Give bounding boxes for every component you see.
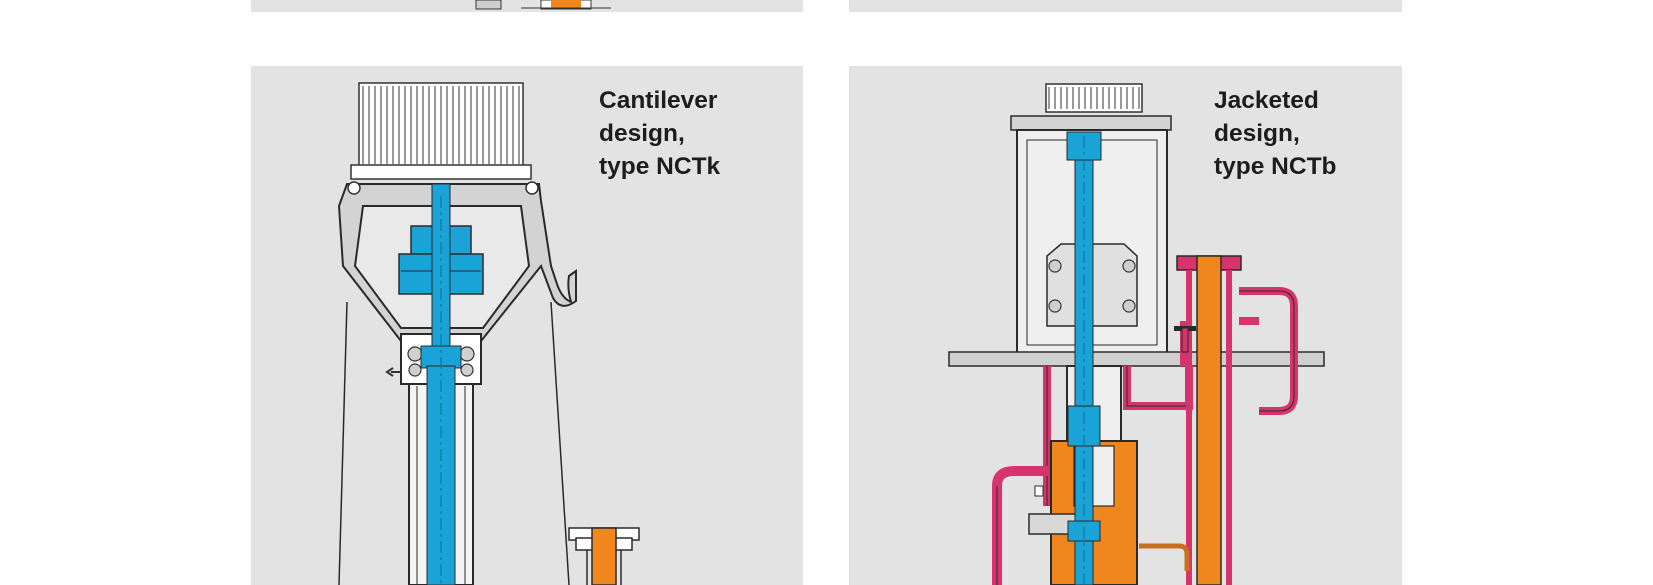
discharge-pipe xyxy=(1176,255,1242,585)
cantilever-design-caption: Cantilever design, type NCTk xyxy=(599,87,721,180)
jacketed-design-caption: Jacketed design, type NCTb xyxy=(1214,87,1337,180)
discharge-nozzle xyxy=(568,527,640,585)
motor-fins xyxy=(1010,83,1172,131)
motor-fins xyxy=(350,82,532,180)
valve-handle xyxy=(1174,326,1196,353)
upper-left-panel xyxy=(251,0,803,12)
cantilever-design-panel: Cantilever design, type NCTk xyxy=(251,66,803,585)
upper-left-drawing-fragment xyxy=(475,0,611,10)
jacketed-design-panel: Jacketed design, type NCTb xyxy=(849,66,1402,585)
pump-shaft xyxy=(1066,131,1102,585)
cantilever-pump-drawing xyxy=(337,82,640,585)
pump-shaft xyxy=(420,183,462,585)
mounting-plate xyxy=(948,351,1325,367)
jacketed-pump-drawing xyxy=(948,83,1325,585)
column-pipe xyxy=(1028,365,1190,585)
upper-right-panel xyxy=(849,0,1402,12)
